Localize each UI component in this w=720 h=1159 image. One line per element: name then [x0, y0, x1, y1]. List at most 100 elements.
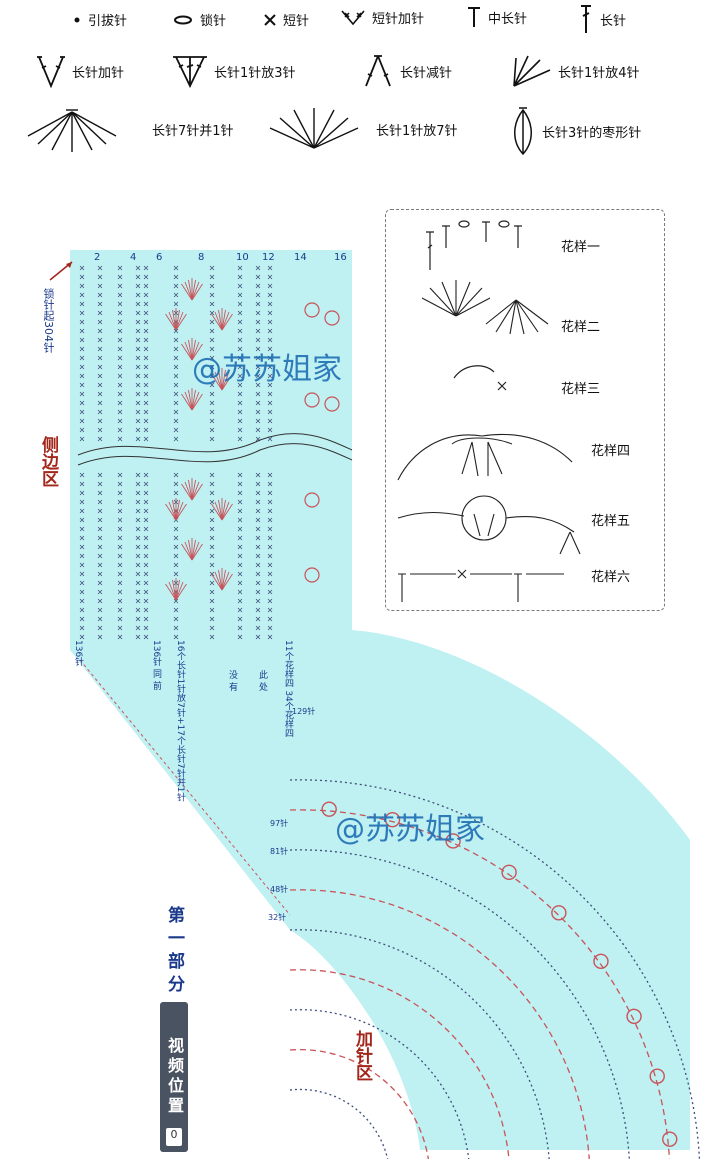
stitch-mark [135, 436, 141, 442]
stitch-mark [117, 382, 123, 388]
page-indicator: 0 [166, 1128, 182, 1146]
stitch-mark [79, 499, 85, 505]
stitch-mark [117, 328, 123, 334]
arc-rows [289, 779, 701, 1159]
stitch-mark [135, 625, 141, 631]
stitch-mark [135, 355, 141, 361]
stitch-mark [237, 634, 243, 640]
stitch-mark [237, 508, 243, 514]
stitch-mark [135, 553, 141, 559]
stitch-mark [117, 508, 123, 514]
stitch-mark [97, 571, 103, 577]
stitch-mark [79, 580, 85, 586]
stitch-mark [237, 265, 243, 271]
stitch-mark [135, 589, 141, 595]
fan-stitch [191, 343, 203, 361]
stitch-mark [209, 382, 215, 388]
stitch-mark [79, 310, 85, 316]
wave-divider [77, 433, 353, 466]
stitch-mark [79, 562, 85, 568]
fan-stitch [191, 283, 203, 301]
slip-stitch-icon [74, 17, 80, 22]
stitch-mark [79, 598, 85, 604]
legend-item-dc: 长针 [578, 4, 626, 34]
stitch-mark [143, 274, 149, 280]
fan-stitch [188, 279, 193, 301]
stitch-mark [117, 499, 123, 505]
stitch-mark [97, 310, 103, 316]
stitch-columns [79, 265, 340, 640]
stitch-mark [79, 634, 85, 640]
legend-label: 长针 [600, 13, 627, 29]
part-one-label: 第一部分 [164, 906, 184, 998]
legend-item-dc-decrease: 长针减针 [362, 54, 452, 88]
fan-stitch [184, 541, 193, 561]
stitch-mark [79, 526, 85, 532]
stitch-mark [135, 634, 141, 640]
stitch-mark [97, 634, 103, 640]
stitch-mark [135, 427, 141, 433]
stitch-mark [173, 265, 179, 271]
stitch-mark [255, 553, 261, 559]
stitch-mark [97, 490, 103, 496]
stitch-mark [143, 490, 149, 496]
stitch-mark [79, 274, 85, 280]
stitch-mark [267, 481, 273, 487]
row-number: 2 [94, 252, 101, 263]
stitch-mark [237, 598, 243, 604]
stitch-mark [267, 355, 273, 361]
arc-count-32: 32针 [268, 913, 287, 922]
stitch-mark [135, 571, 141, 577]
stitch-mark [255, 409, 261, 415]
stitch-mark [97, 355, 103, 361]
stitch-mark [237, 607, 243, 613]
stitch-mark [237, 391, 243, 397]
stitch-mark [237, 373, 243, 379]
stitch-mark [117, 616, 123, 622]
legend-label: 短针加针 [372, 12, 425, 27]
stitch-mark [97, 373, 103, 379]
stitch-mark [143, 418, 149, 424]
fan-stitch [181, 393, 193, 411]
stitch-mark [135, 283, 141, 289]
stitch-mark [255, 598, 261, 604]
fan-stitch [211, 313, 223, 331]
fan-stitch [184, 281, 193, 301]
stitch-mark [79, 337, 85, 343]
fan-stitch [218, 309, 223, 331]
stitch-mark [117, 481, 123, 487]
stitch-mark [209, 508, 215, 514]
stitch-mark [209, 265, 215, 271]
stitch-mark [173, 346, 179, 352]
stitch-mark [117, 400, 123, 406]
stitch-mark [117, 283, 123, 289]
arc-count-81: 81针 [270, 847, 289, 856]
stitch-mark [79, 283, 85, 289]
stitch-mark [255, 562, 261, 568]
stitch-mark [173, 427, 179, 433]
fan-stitch [214, 571, 223, 591]
stitch-mark [79, 364, 85, 370]
stitch-mark [173, 544, 179, 550]
stitch-mark [97, 283, 103, 289]
stitch-mark [135, 616, 141, 622]
stitch-mark [117, 580, 123, 586]
flower-motif [304, 302, 320, 318]
stitch-mark [97, 346, 103, 352]
video-position-badge[interactable]: 视频位置 [160, 1002, 188, 1152]
cyan-background [70, 250, 690, 1150]
stitch-mark [143, 373, 149, 379]
stitch-mark [209, 355, 215, 361]
stitch-mark [255, 616, 261, 622]
stitch-mark [255, 292, 261, 298]
stitch-mark [237, 544, 243, 550]
dc-1-into-4-icon [513, 55, 551, 87]
fan-stitch [221, 373, 233, 391]
stitch-mark [173, 562, 179, 568]
stitch-mark [135, 328, 141, 334]
stitch-mark [255, 625, 261, 631]
no-note: 没 有 [227, 670, 237, 691]
stitch-mark [117, 598, 123, 604]
row-numbers: 2 4 6 8 10 12 14 16 [0, 252, 360, 266]
stitch-mark [209, 409, 215, 415]
